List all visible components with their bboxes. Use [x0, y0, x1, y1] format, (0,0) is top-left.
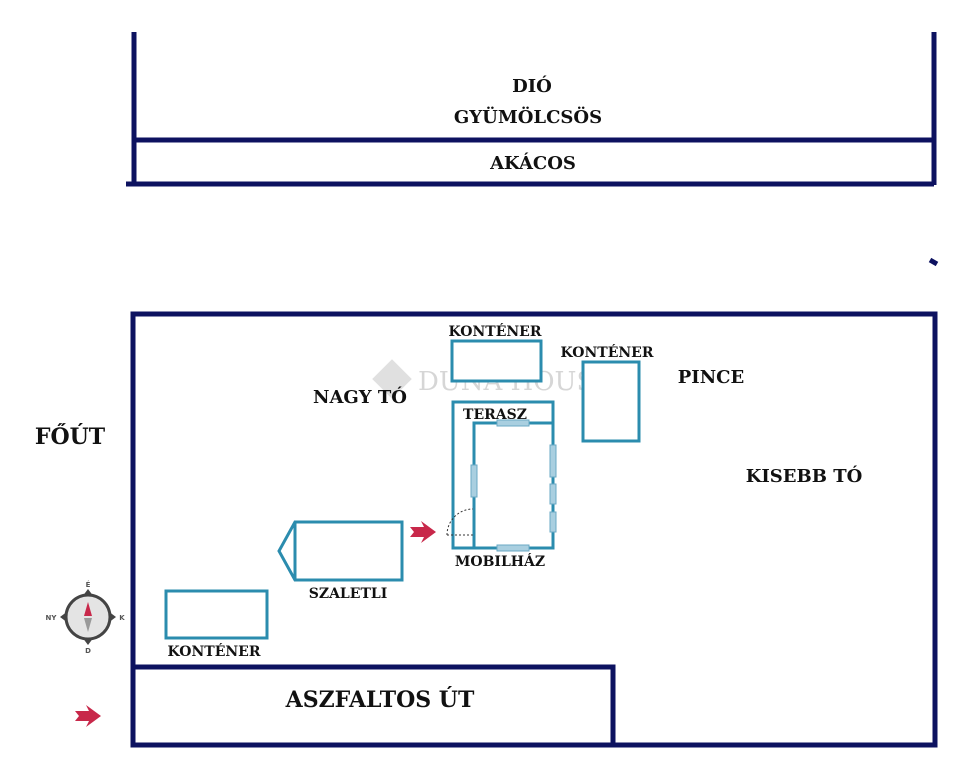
gazebo: [277, 520, 404, 582]
asphalt-road-area: [130, 664, 616, 748]
top-plot: [126, 32, 939, 267]
compass-north: É: [86, 580, 91, 589]
label-dio: DIÓ: [512, 74, 552, 97]
compass-south: D: [85, 647, 91, 655]
container-bottom: [164, 589, 269, 640]
mobile-home: [446, 400, 557, 552]
container-right: [581, 360, 641, 443]
compass-west: NY: [46, 614, 58, 622]
label-gyumolcsos: GYÜMÖLCSÖS: [454, 105, 602, 128]
label-kontener-top: KONTÉNER: [449, 322, 542, 340]
label-szaletli: SZALETLI: [309, 586, 388, 602]
road-entrance-arrow-icon: [75, 705, 101, 727]
label-pince: PINCE: [678, 367, 744, 388]
entrance-arrow-icon: [410, 521, 436, 543]
label-kontener-right: KONTÉNER: [561, 343, 654, 361]
label-aszfaltos-ut: ASZFALTOS ÚT: [285, 686, 475, 713]
label-kontener-bottom: KONTÉNER: [168, 642, 261, 660]
container-top: [450, 339, 543, 383]
label-kisebb-to: KISEBB TÓ: [746, 464, 863, 487]
compass-east: K: [119, 614, 125, 622]
label-akacos: AKÁCOS: [489, 151, 576, 174]
label-nagy-to: NAGY TÓ: [313, 385, 407, 408]
compass-icon: É D K NY: [46, 580, 126, 655]
label-terasz: TERASZ: [463, 407, 527, 423]
label-mobilhaz: MOBILHÁZ: [455, 552, 545, 570]
label-fout: FŐÚT: [35, 423, 106, 450]
